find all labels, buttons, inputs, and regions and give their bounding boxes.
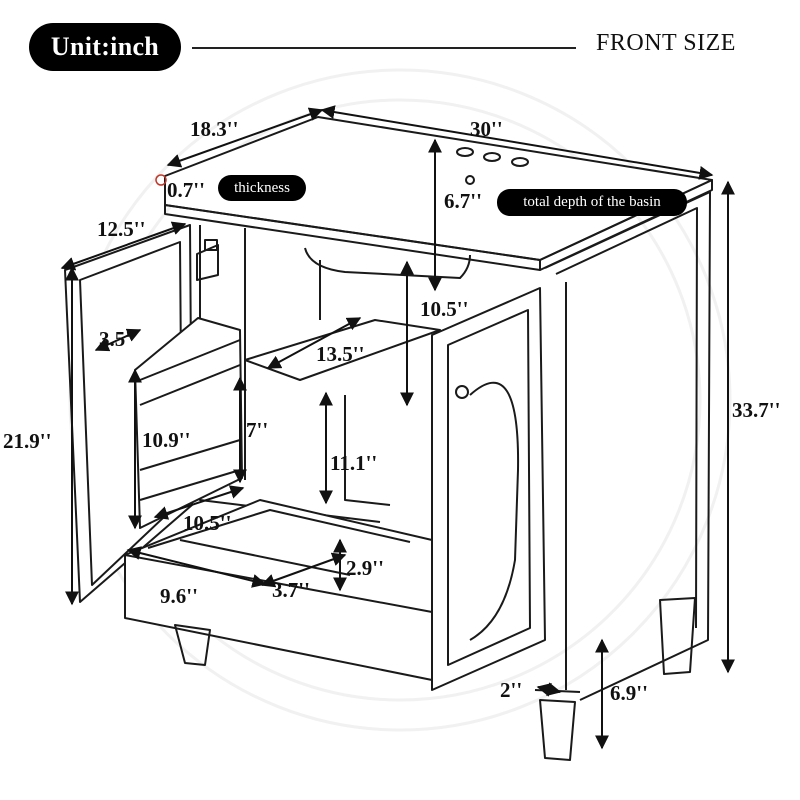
dim-panel-height: 7'' bbox=[246, 418, 268, 442]
dim-leg-height: 6.9'' bbox=[610, 681, 648, 705]
dim-drawer-width: 10.5'' bbox=[183, 511, 231, 535]
right-door bbox=[431, 287, 546, 691]
dimension-labels: 18.3'' 30'' 0.7'' 6.7'' 12.5'' 10.5'' 13… bbox=[3, 117, 780, 705]
door-hinge bbox=[196, 244, 219, 281]
dim-drawer-height: 2.9'' bbox=[346, 556, 384, 580]
sink-bowl bbox=[304, 247, 471, 279]
front-right-leg bbox=[539, 699, 576, 761]
dim-top-depth: 18.3'' bbox=[190, 117, 238, 141]
unit-badge: Unit:inch bbox=[29, 23, 181, 71]
view-title: FRONT SIZE bbox=[596, 30, 736, 56]
basin-depth-callout: total depth of the basin bbox=[497, 189, 687, 216]
dimension-lines bbox=[60, 105, 735, 750]
dim-drawer-inner-depth: 3.7'' bbox=[272, 578, 310, 602]
dim-basin-depth: 6.7'' bbox=[444, 189, 482, 213]
dim-total-height: 33.7'' bbox=[732, 398, 780, 422]
dim-door-width: 12.5'' bbox=[97, 217, 145, 241]
dim-rail-spacing: 3.5'' bbox=[99, 327, 137, 351]
dim-compartment-height: 10.9'' bbox=[142, 428, 190, 452]
front-left-leg bbox=[174, 624, 211, 666]
dim-top-thickness: 0.7'' bbox=[167, 178, 205, 202]
dim-top-width: 30'' bbox=[470, 117, 503, 141]
cabinet-side-panel bbox=[544, 191, 711, 701]
thickness-callout: thickness bbox=[218, 175, 306, 201]
dim-drawer-inner-width: 9.6'' bbox=[160, 584, 198, 608]
header-divider bbox=[192, 47, 576, 49]
dim-shelf-width: 13.5'' bbox=[316, 342, 364, 366]
dim-cabinet-height: 21.9'' bbox=[3, 429, 51, 453]
thickness-marker bbox=[155, 174, 167, 186]
door-panel-inset bbox=[447, 309, 531, 666]
door-knob bbox=[455, 385, 469, 399]
dim-leg-width: 2'' bbox=[500, 678, 522, 702]
back-right-leg bbox=[659, 597, 696, 675]
dim-basin-clearance: 10.5'' bbox=[420, 297, 468, 321]
door-arch-trim bbox=[469, 381, 520, 641]
dim-center-height: 11.1'' bbox=[330, 451, 377, 475]
